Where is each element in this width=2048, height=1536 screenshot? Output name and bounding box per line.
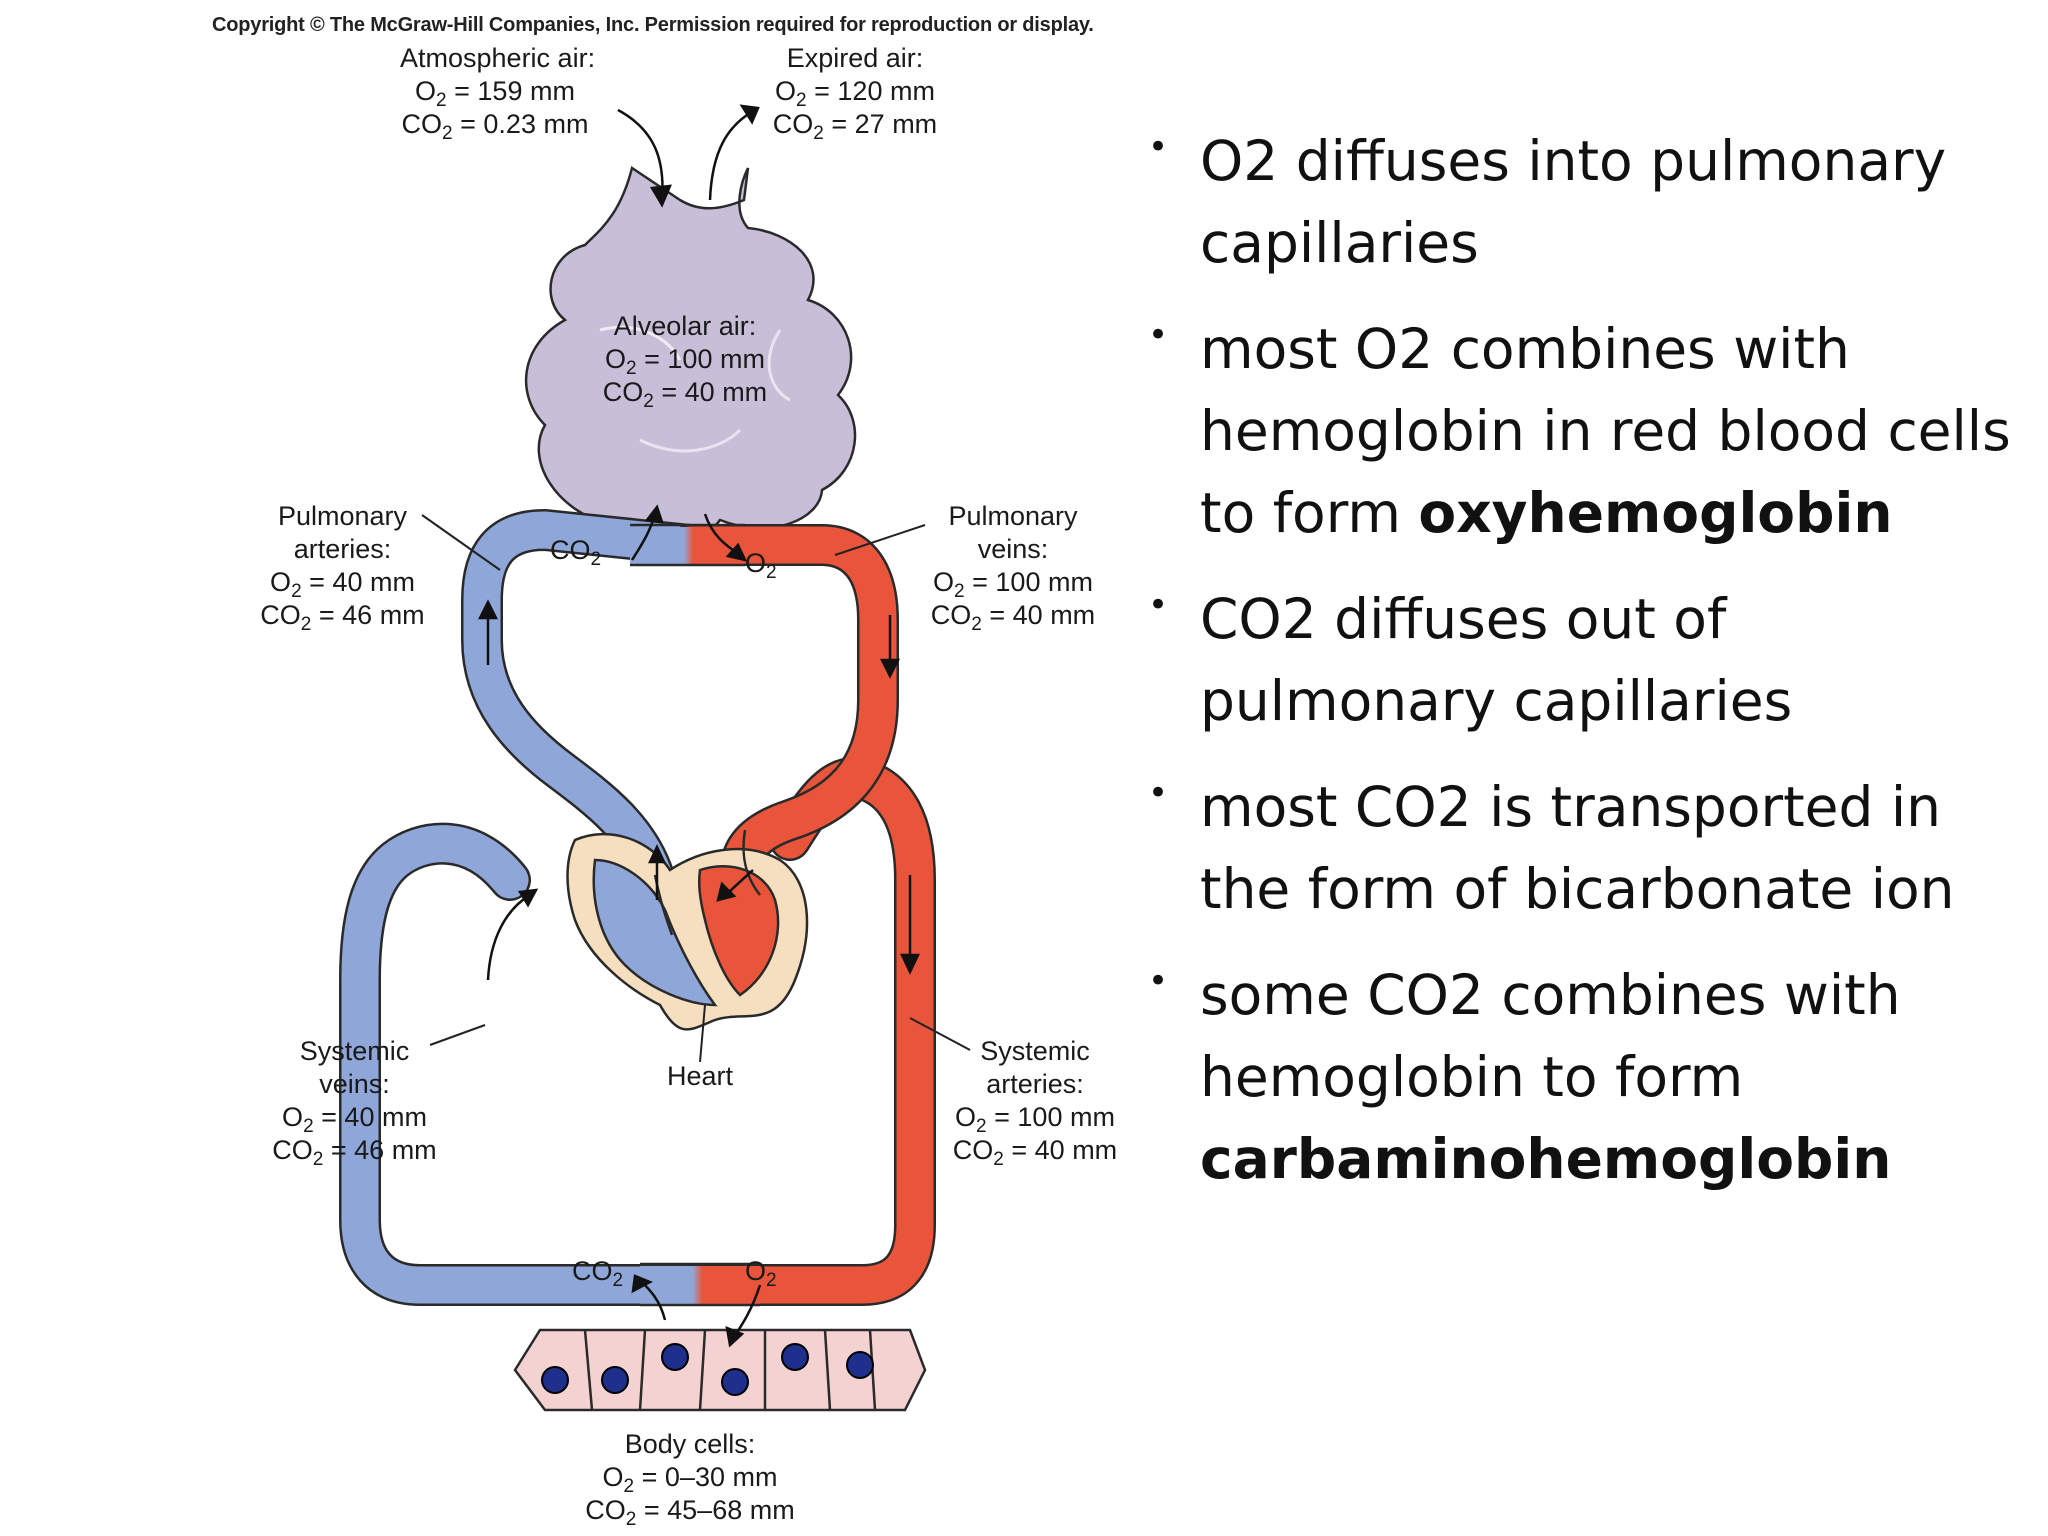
bold-term: carbaminohemoglobin [1200,1127,1892,1191]
heart-label: Heart [666,1061,734,1091]
bullet-dot: • [1148,773,1169,813]
bullet-dot: • [1148,315,1169,355]
systemic-veins-label: Systemic veins: O2 = 40 mm CO2 = 46 mm [272,1036,437,1170]
pulmonary-arteries-label: Pulmonary arteries: O2 = 40 mm CO2 = 46 … [260,501,425,635]
bullet-dot: • [1148,961,1169,1001]
bullet-dot: • [1148,585,1169,625]
circulation-illustration [339,104,971,1412]
expired-air-label: Expired air: O2 = 120 mm CO2 = 27 mm [772,43,938,144]
leader-lines [421,514,971,1063]
pulmonary-veins-label: Pulmonary veins: O2 = 100 mm CO2 = 40 mm [930,501,1096,635]
body-cells [513,1328,927,1412]
o2-tissue-label: O2 [745,1256,777,1291]
bullet-item: • some CO2 combines with hemoglobin to f… [1148,954,2028,1200]
systemic-arteries-label: Systemic arteries: O2 = 100 mm CO2 = 40 … [952,1036,1118,1170]
bullet-item: • CO2 diffuses out of pulmonary capillar… [1148,578,2028,742]
o2-lung-label: O2 [745,548,777,583]
bold-term: oxyhemoglobin [1418,481,1893,545]
co2-tissue-label: CO2 [572,1256,624,1291]
bullet-list: • O2 diffuses into pulmonary capillaries… [1148,120,2028,1224]
bullet-item: • O2 diffuses into pulmonary capillaries [1148,120,2028,284]
atmospheric-air-label: Atmospheric air: O2 = 159 mm CO2 = 0.23 … [400,43,596,144]
respiration-diagram: Copyright © The McGraw-Hill Companies, I… [212,14,1118,1530]
heart [566,829,809,1031]
alveolar-air-label: Alveolar air: O2 = 100 mm CO2 = 40 mm [602,311,768,412]
flow-arrows [477,104,920,1348]
co2-lung-label: CO2 [550,535,602,570]
bullet-dot: • [1148,127,1169,167]
copyright-notice: Copyright © The McGraw-Hill Companies, I… [212,14,1094,36]
body-cells-label: Body cells: O2 = 0–30 mm CO2 = 45–68 mm [585,1429,795,1530]
bullet-item: • most CO2 is transported in the form of… [1148,766,2028,930]
bullet-item: • most O2 combines with hemoglobin in re… [1148,308,2028,554]
pulmonary-circuit [461,508,899,901]
